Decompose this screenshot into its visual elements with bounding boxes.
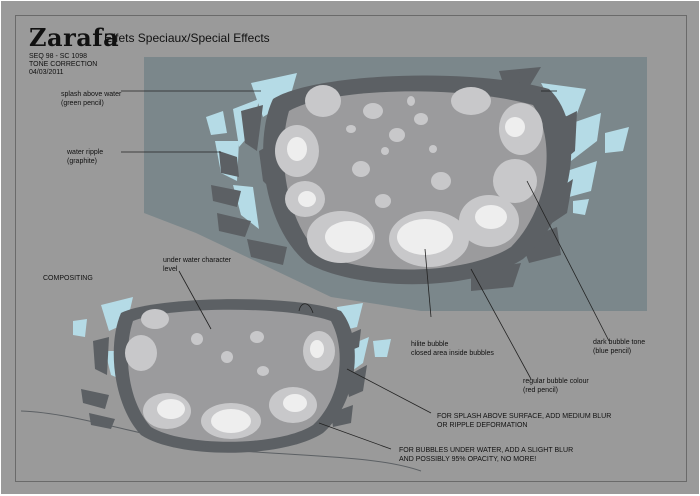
bubbles-top — [275, 85, 543, 267]
ripple-streaks-bottom — [81, 329, 367, 429]
sheet-frame — [15, 15, 687, 482]
label-hilite-bubble: hilite bubble closed area inside bubbles — [411, 341, 494, 358]
label-text: regular bubble colour — [523, 378, 589, 385]
label-text: FOR SPLASH ABOVE SURFACE, ADD MEDIUM BLU… — [437, 413, 612, 420]
sheet-title: Effets Speciaux/Special Effects — [104, 31, 270, 45]
label-text: FOR BUBBLES UNDER WATER, ADD A SLIGHT BL… — [399, 447, 574, 454]
scene-number: SEQ 98 - SC 1098 — [29, 53, 87, 60]
scene-date: 04/03/2011 — [29, 69, 64, 76]
label-text: (red pencil) — [523, 386, 559, 394]
zarafa-logo: Zarafa — [29, 23, 120, 52]
label-text: (green pencil) — [61, 99, 104, 107]
label-text: AND POSSIBLY 95% OPACITY, NO MORE! — [399, 455, 537, 463]
note-bubbles-under-water: FOR BUBBLES UNDER WATER, ADD A SLIGHT BL… — [399, 447, 573, 464]
label-under-water-level: under water character level — [163, 257, 231, 274]
label-text: OR RIPPLE DEFORMATION — [437, 421, 528, 429]
label-dark-bubble-tone: dark bubble tone (blue pencil) — [593, 339, 645, 356]
label-text: (blue pencil) — [593, 347, 632, 355]
label-text: COMPOSITING — [43, 275, 93, 282]
label-splash-above-water: splash above water (green pencil) — [61, 91, 121, 108]
label-regular-bubble-colour: regular bubble colour (red pencil) — [523, 378, 589, 395]
label-text: hilite bubble — [411, 341, 449, 348]
label-compositing: COMPOSITING — [43, 275, 93, 284]
scene-info: SEQ 98 - SC 1098 TONE CORRECTION 04/03/2… — [29, 53, 97, 77]
label-text: splash above water — [61, 91, 122, 98]
scene-stage: TONE CORRECTION — [29, 61, 98, 68]
label-text: dark bubble tone — [593, 339, 646, 346]
bubbles-bottom — [125, 309, 335, 439]
label-text: closed area inside bubbles — [411, 349, 494, 357]
water-surface-line-bottom — [20, 410, 422, 472]
callout-lines — [121, 90, 610, 450]
label-text: water ripple — [67, 149, 104, 156]
label-text: level — [163, 265, 178, 273]
label-text: (graphite) — [67, 157, 97, 165]
label-text: under water character — [163, 257, 232, 264]
label-water-ripple: water ripple (graphite) — [67, 149, 103, 166]
note-splash-above-surface: FOR SPLASH ABOVE SURFACE, ADD MEDIUM BLU… — [437, 413, 611, 430]
